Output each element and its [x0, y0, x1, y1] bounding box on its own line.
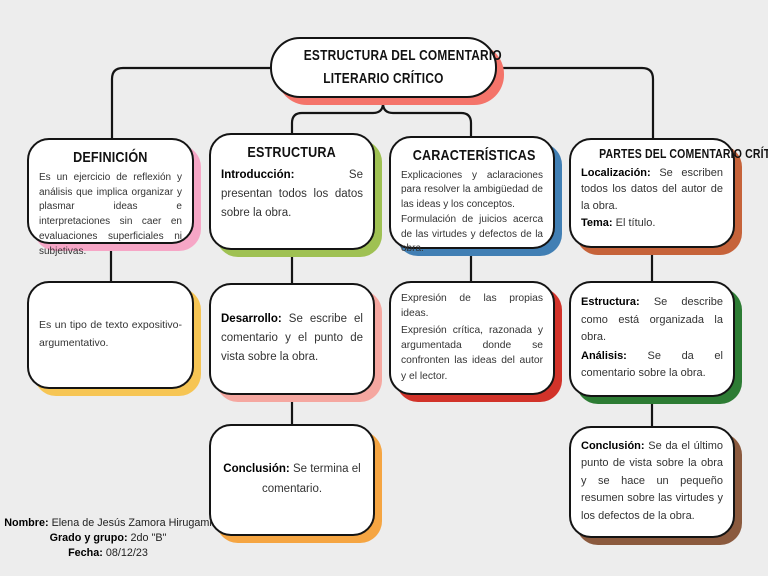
connector-title-to-partes — [497, 66, 655, 140]
box-caracteristicas-header: CARACTERÍSTICAS — [412, 147, 536, 164]
box-desarrollo: Desarrollo: Se escribe el comentario y e… — [209, 283, 375, 395]
box-expresion-body: Expresión de las propias ideas.Expresión… — [401, 292, 543, 382]
box-estructura-body: Introducción: Se presentan todos los dat… — [221, 168, 363, 219]
box-partes-header: PARTES DEL COMENTARIO CRÍTICO — [599, 147, 768, 161]
box-partes-estructura-body: Estructura: Se describe como está organi… — [581, 296, 723, 380]
box-conclusion-estructura-body: Conclusión: Se termina el comentario. — [223, 462, 361, 495]
connector-title-to-definicion — [110, 66, 270, 140]
title-box: ESTRUCTURA DEL COMENTARIO LITERARIO CRÍT… — [270, 37, 502, 98]
connector-title-to-caracteristicas — [381, 98, 473, 138]
box-expresion: Expresión de las propias ideas.Expresión… — [389, 281, 555, 395]
page-title-line1: ESTRUCTURA DEL COMENTARIO — [303, 48, 502, 65]
box-definicion-tipo-body: Es un tipo de texto expositivo-argumenta… — [39, 318, 182, 349]
box-desarrollo-body: Desarrollo: Se escribe el comentario y e… — [221, 313, 363, 363]
box-estructura-header: ESTRUCTURA — [247, 144, 337, 161]
box-partes-estructura: Estructura: Se describe como está organi… — [569, 281, 735, 397]
box-partes-body: Localización: Se escriben todos los dato… — [581, 166, 723, 230]
page-title-line2: LITERARIO CRÍTICO — [323, 70, 444, 87]
box-conclusion-partes: Conclusión: Se da el último punto de vis… — [569, 426, 735, 538]
box-caracteristicas: CARACTERÍSTICAS Explicaciones y aclaraci… — [389, 136, 555, 254]
box-estructura: ESTRUCTURA Introducción: Se presentan to… — [209, 133, 375, 250]
box-conclusion-estructura: Conclusión: Se termina el comentario. — [209, 424, 375, 536]
box-definicion-body: Es un ejercicio de reflexión y análisis … — [39, 171, 182, 257]
box-caracteristicas-body: Explicaciones y aclaraciones para resolv… — [401, 169, 543, 255]
box-definicion: DEFINICIÓN Es un ejercicio de reflexión … — [27, 138, 194, 257]
box-partes: PARTES DEL COMENTARIO CRÍTICO Localizaci… — [569, 138, 768, 248]
box-conclusion-partes-body: Conclusión: Se da el último punto de vis… — [581, 440, 724, 522]
box-definicion-header: DEFINICIÓN — [73, 149, 148, 166]
connector-title-to-estructura — [290, 98, 385, 135]
box-definicion-tipo: Es un tipo de texto expositivo-argumenta… — [27, 281, 194, 389]
